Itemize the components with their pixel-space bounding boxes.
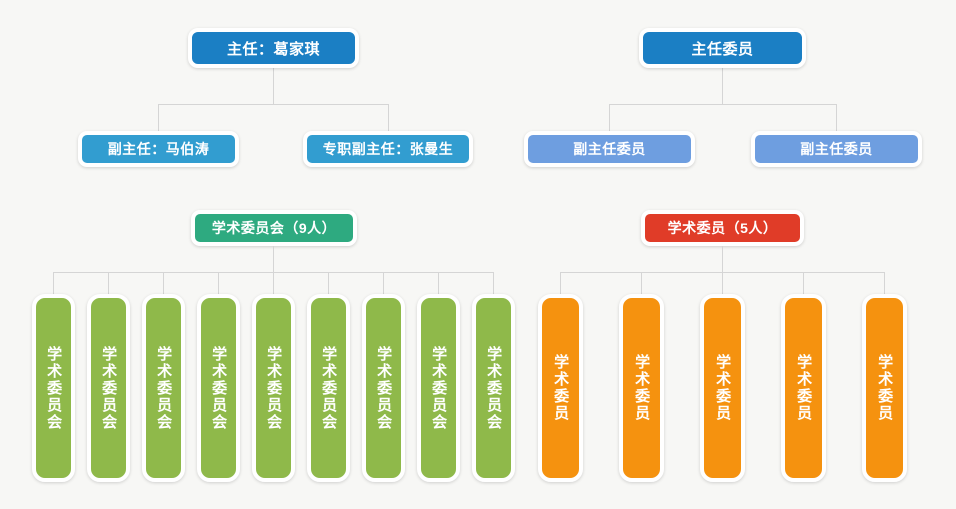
connector-left-leaf-drop-8 (438, 272, 439, 294)
left-leaf-node-1[interactable]: 学术委员会 (32, 294, 75, 482)
right-leaf-node-4[interactable]: 学术委员 (781, 294, 826, 482)
left-subordinate-label-2: 专职副主任：张曼生 (322, 141, 454, 157)
left-root-label: 主任：葛家琪 (226, 40, 320, 58)
connector-left-leaf-drop-5 (273, 272, 274, 294)
right-leaf-node-5[interactable]: 学术委员 (862, 294, 907, 482)
connector-right-leaf-drop-1 (560, 272, 561, 294)
right-group-node[interactable]: 学术委员（5人） (641, 210, 804, 246)
left-leaf-label-7: 学术委员会 (375, 345, 393, 431)
left-leaf-label-1: 学术委员会 (45, 345, 63, 431)
right-root-node[interactable]: 主任委员 (639, 28, 806, 68)
left-root-node[interactable]: 主任：葛家琪 (188, 28, 359, 68)
right-subordinate-label-2: 副主任委员 (800, 141, 873, 157)
left-leaf-node-5[interactable]: 学术委员会 (252, 294, 295, 482)
connector-left-leaf-drop-9 (493, 272, 494, 294)
connector-left-sub-drop-1 (158, 104, 159, 131)
connector-right-sub-drop-1 (609, 104, 610, 131)
right-leaf-node-1[interactable]: 学术委员 (538, 294, 583, 482)
left-subordinate-node-1[interactable]: 副主任：马伯涛 (78, 131, 239, 167)
right-leaf-label-1: 学术委员 (552, 354, 570, 422)
right-subordinate-node-1[interactable]: 副主任委员 (524, 131, 695, 167)
right-leaf-label-5: 学术委员 (876, 354, 894, 422)
left-leaf-node-4[interactable]: 学术委员会 (197, 294, 240, 482)
connector-left-leaf-drop-4 (218, 272, 219, 294)
connector-left-root-bus (158, 104, 389, 105)
connector-right-root-stem (722, 68, 723, 104)
right-subordinate-label-1: 副主任委员 (573, 141, 646, 157)
left-leaf-label-8: 学术委员会 (430, 345, 448, 431)
left-subordinate-node-2[interactable]: 专职副主任：张曼生 (303, 131, 473, 167)
left-leaf-label-2: 学术委员会 (100, 345, 118, 431)
connector-left-leaf-drop-1 (53, 272, 54, 294)
right-leaf-label-2: 学术委员 (633, 354, 651, 422)
left-leaf-node-6[interactable]: 学术委员会 (307, 294, 350, 482)
connector-left-leaf-drop-3 (163, 272, 164, 294)
connector-right-leaf-drop-5 (884, 272, 885, 294)
connector-left-sub-drop-2 (388, 104, 389, 131)
right-leaf-node-2[interactable]: 学术委员 (619, 294, 664, 482)
left-leaf-label-5: 学术委员会 (265, 345, 283, 431)
left-subordinate-label-1: 副主任：马伯涛 (107, 141, 210, 157)
right-root-label: 主任委员 (691, 40, 754, 58)
right-group-label: 学术委员（5人） (667, 220, 778, 236)
left-leaf-label-6: 学术委员会 (320, 345, 338, 431)
left-leaf-label-3: 学术委员会 (155, 345, 173, 431)
connector-left-leaf-drop-6 (328, 272, 329, 294)
connector-right-group-stem (722, 246, 723, 272)
connector-left-root-stem (273, 68, 274, 104)
connector-right-sub-drop-2 (836, 104, 837, 131)
right-leaf-label-3: 学术委员 (714, 354, 732, 422)
right-subordinate-node-2[interactable]: 副主任委员 (751, 131, 922, 167)
right-leaf-label-4: 学术委员 (795, 354, 813, 422)
left-group-node[interactable]: 学术委员会（9人） (191, 210, 357, 246)
left-leaf-label-4: 学术委员会 (210, 345, 228, 431)
left-leaf-node-3[interactable]: 学术委员会 (142, 294, 185, 482)
connector-right-root-bus (609, 104, 836, 105)
left-leaf-node-9[interactable]: 学术委员会 (472, 294, 515, 482)
connector-right-leaf-drop-2 (641, 272, 642, 294)
connector-left-leaf-drop-7 (383, 272, 384, 294)
left-leaf-node-8[interactable]: 学术委员会 (417, 294, 460, 482)
connector-left-leaf-drop-2 (108, 272, 109, 294)
left-leaf-label-9: 学术委员会 (485, 345, 503, 431)
connector-right-leaf-drop-3 (722, 272, 723, 294)
left-group-label: 学术委员会（9人） (211, 220, 337, 236)
connector-right-leaf-drop-4 (803, 272, 804, 294)
connector-left-group-stem (273, 246, 274, 272)
left-leaf-node-7[interactable]: 学术委员会 (362, 294, 405, 482)
right-leaf-node-3[interactable]: 学术委员 (700, 294, 745, 482)
left-leaf-node-2[interactable]: 学术委员会 (87, 294, 130, 482)
